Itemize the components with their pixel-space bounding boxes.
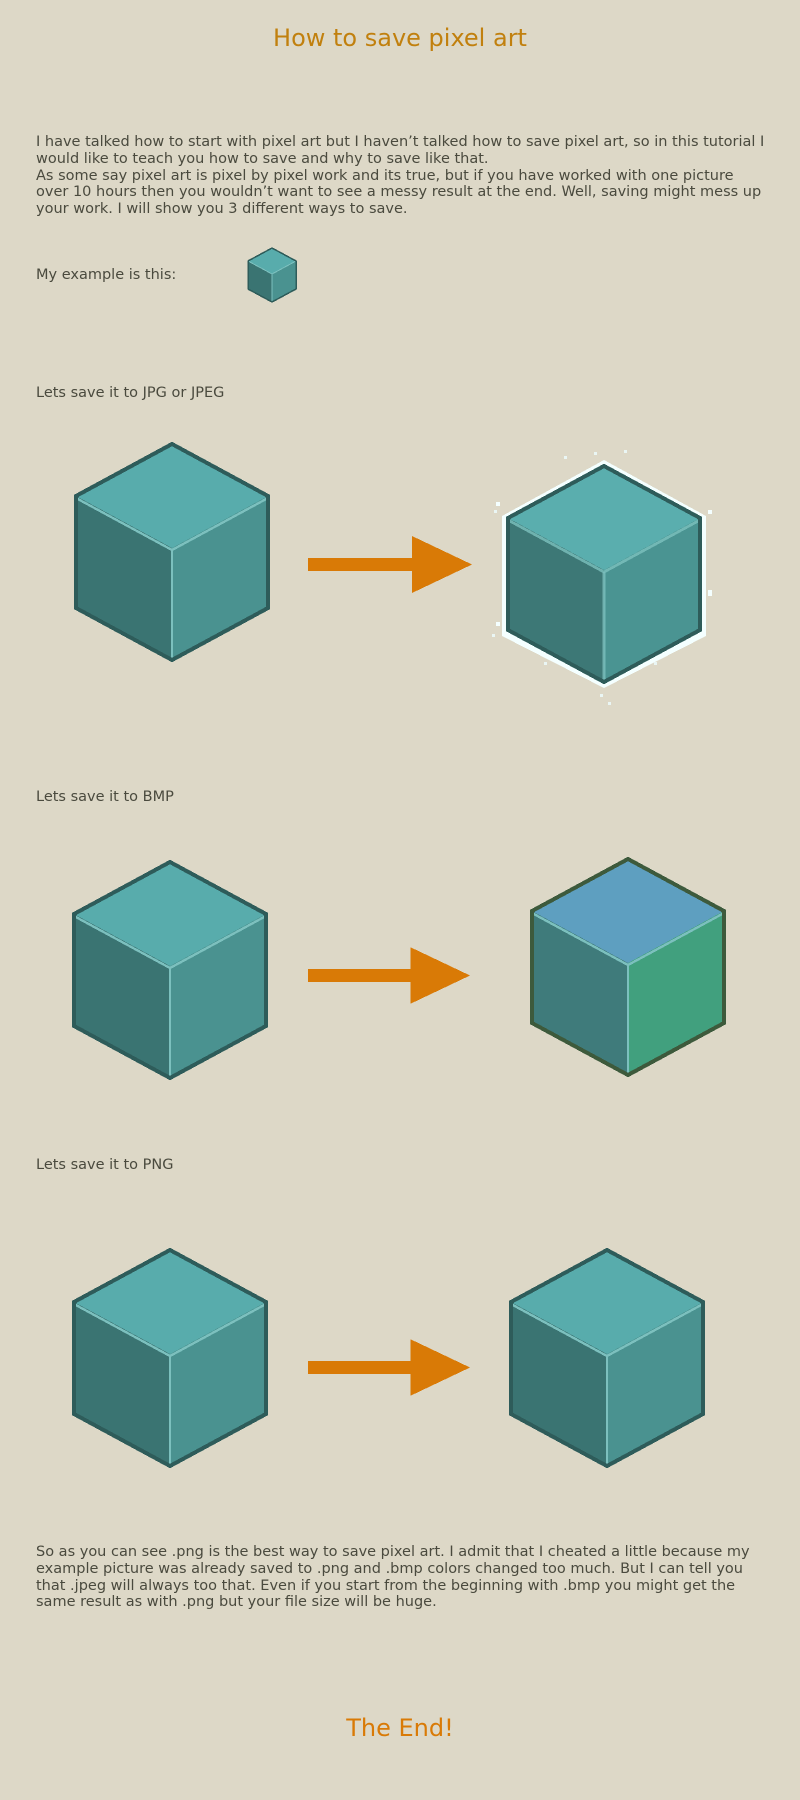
section-heading-jpg: Lets save it to JPG or JPEG bbox=[36, 385, 225, 401]
arrow-right-icon bbox=[308, 536, 472, 593]
cube-icon bbox=[509, 1247, 705, 1469]
intro-text: I have talked how to start with pixel ar… bbox=[36, 134, 766, 218]
cube-icon bbox=[530, 856, 726, 1078]
page-title: How to save pixel art bbox=[273, 24, 527, 52]
jpeg-result-cube-image bbox=[488, 446, 724, 706]
intro-paragraph-2: As some say pixel art is pixel by pixel … bbox=[36, 167, 762, 218]
cube-icon bbox=[492, 450, 712, 705]
arrow-bmp bbox=[308, 947, 470, 1004]
png-result-cube-image bbox=[507, 1246, 707, 1470]
cube-icon bbox=[74, 441, 270, 663]
cube-icon bbox=[247, 247, 297, 303]
arrow-png bbox=[308, 1339, 470, 1396]
arrow-right-icon bbox=[308, 1339, 470, 1396]
original-cube-image-jpg bbox=[72, 440, 272, 664]
original-cube-image-bmp bbox=[70, 858, 270, 1082]
arrow-right-icon bbox=[308, 947, 470, 1004]
original-cube-image-png bbox=[70, 1246, 270, 1470]
example-cube-image bbox=[247, 247, 297, 303]
bmp-result-cube-image bbox=[528, 855, 728, 1079]
cube-icon bbox=[72, 1247, 268, 1469]
end-heading: The End! bbox=[346, 1714, 454, 1742]
cube-icon bbox=[72, 859, 268, 1081]
example-label: My example is this: bbox=[36, 267, 177, 283]
conclusion-text: So as you can see .png is the best way t… bbox=[36, 1544, 750, 1611]
section-heading-bmp: Lets save it to BMP bbox=[36, 789, 174, 805]
section-heading-png: Lets save it to PNG bbox=[36, 1157, 174, 1173]
intro-paragraph-1: I have talked how to start with pixel ar… bbox=[36, 134, 765, 167]
arrow-jpg bbox=[308, 536, 472, 593]
